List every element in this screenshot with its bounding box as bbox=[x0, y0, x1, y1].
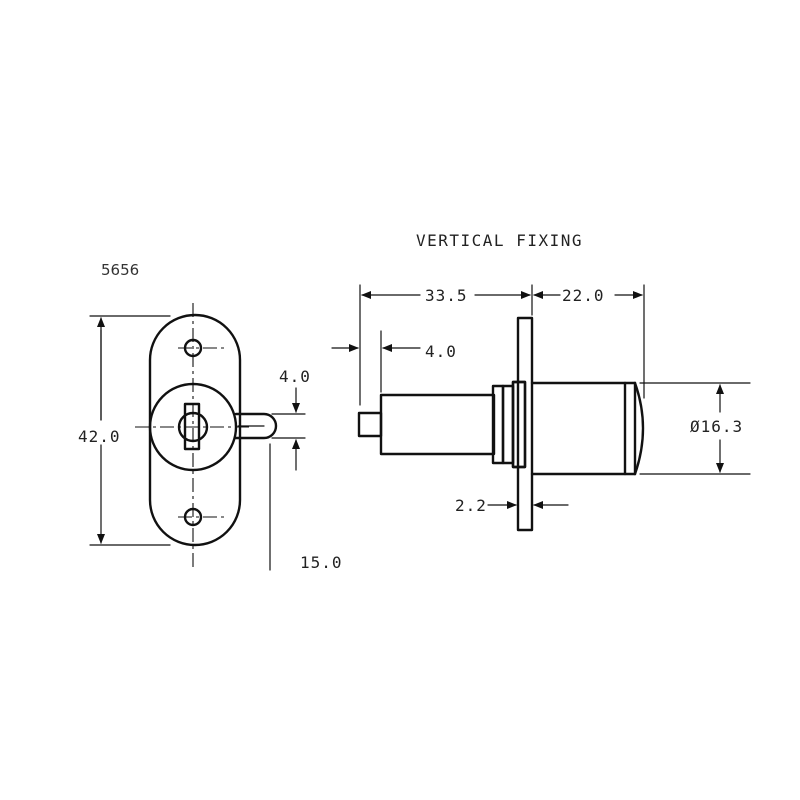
dim-bolt-width: 4.0 bbox=[279, 367, 311, 386]
dim-plate-thickness: 2.2 bbox=[455, 496, 487, 515]
dim-head-length: 22.0 bbox=[562, 286, 605, 305]
domed-face bbox=[633, 381, 645, 476]
part-number: 5656 bbox=[101, 261, 139, 279]
bolt bbox=[234, 412, 278, 440]
front-view: 42.0 4.0 15.0 bbox=[78, 303, 343, 572]
side-view-title: VERTICAL FIXING bbox=[416, 231, 583, 250]
rear-stub bbox=[357, 411, 383, 438]
dim-head-diameter: Ø16.3 bbox=[690, 417, 743, 436]
front-cylinder bbox=[530, 381, 627, 476]
dim-height: 42.0 bbox=[78, 427, 121, 446]
collar-ring-2 bbox=[501, 384, 515, 465]
side-view: 33.5 22.0 4.0 2.2 Ø16.3 bbox=[331, 284, 751, 532]
dim-bolt-projection: 15.0 bbox=[300, 553, 343, 572]
rear-body bbox=[379, 393, 496, 456]
dim-stub-length: 4.0 bbox=[425, 342, 457, 361]
mounting-plate-outline bbox=[148, 313, 242, 547]
mounting-plate-side bbox=[516, 316, 534, 532]
dim-body-length: 33.5 bbox=[425, 286, 468, 305]
